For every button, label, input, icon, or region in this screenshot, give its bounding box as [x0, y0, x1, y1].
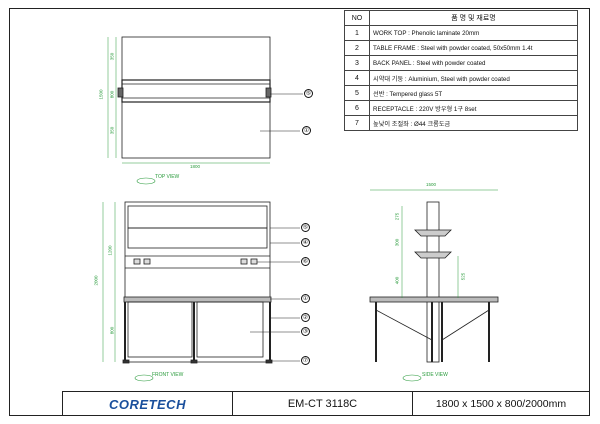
front-dimension-lines	[102, 202, 116, 362]
spec-row-desc: 시약대 기둥 : Aluminium, Steel with powder co…	[369, 70, 578, 86]
callout-1-front: ①	[301, 294, 310, 303]
callout-2-front: ②	[301, 313, 310, 322]
callout-7-front: ⑦	[301, 356, 310, 365]
callout-3-front: ③	[301, 327, 310, 336]
spec-row-no: 6	[344, 100, 370, 116]
top-width-dim: 1800	[190, 164, 201, 169]
spec-row-desc: 높낮이 조절좌 : Ø44 크롬도금	[369, 115, 578, 131]
side-a-dim: 275	[394, 212, 400, 221]
product-size: 1800 x 1500 x 800/2000mm	[412, 392, 589, 416]
spec-row-desc: 선반 : Tempered glass 5T	[369, 85, 578, 101]
spec-row-no: 5	[344, 85, 370, 101]
side-d-dim: 525	[460, 272, 466, 281]
spec-row-desc: BACK PANEL : Steel with powder coated	[369, 55, 578, 71]
front-total-dim: 2000	[93, 275, 99, 286]
front-view-label: FRONT VIEW	[152, 372, 184, 378]
title-block: CORETECH EM-CT 3118C 1800 x 1500 x 800/2…	[62, 391, 589, 416]
side-width-dim: 1500	[426, 182, 437, 187]
callout-5-front: ⑤	[301, 223, 310, 232]
spec-row-no: 4	[344, 70, 370, 86]
top-view	[117, 36, 272, 159]
front-leader-lines	[250, 227, 300, 362]
drawing-frame	[9, 8, 590, 416]
spec-row-no: 2	[344, 40, 370, 56]
spec-header-desc: 품 명 및 재료명	[369, 10, 578, 26]
top-view-label: TOP VIEW	[155, 174, 180, 180]
top-seg2-dim: 800	[109, 90, 115, 99]
spec-row-no: 3	[344, 55, 370, 71]
side-b-dim: 300	[394, 238, 400, 247]
callout-6-front: ⑥	[301, 257, 310, 266]
spec-row-no: 7	[344, 115, 370, 131]
top-seg3-dim: 350	[109, 126, 115, 135]
side-c-dim: 400	[394, 276, 400, 285]
callout-1-top: ①	[302, 126, 311, 135]
spec-row-desc: RECEPTACLE : 220V 방우형 1구 8set	[369, 100, 578, 116]
top-depth-dim: 1500	[98, 89, 104, 100]
front-lower-dim: 800	[109, 326, 115, 335]
side-dimension-lines	[370, 189, 498, 298]
side-view	[369, 201, 499, 363]
company-logo: CORETECH	[62, 392, 232, 416]
spec-row-no: 1	[344, 25, 370, 41]
callout-4-front: ④	[301, 238, 310, 247]
top-dimension-lines	[107, 37, 270, 164]
side-view-label: SIDE VIEW	[422, 372, 448, 378]
callout-5-top: ⑤	[304, 89, 313, 98]
front-upper-dim: 1200	[107, 245, 113, 256]
spec-row-desc: WORK TOP : Phenolic laminate 20mm	[369, 25, 578, 41]
top-seg1-dim: 350	[109, 52, 115, 61]
spec-header-no: NO	[344, 10, 370, 26]
model-number: EM-CT 3118C	[232, 392, 412, 416]
spec-row-desc: TABLE FRAME : Steel with powder coated, …	[369, 40, 578, 56]
front-view	[122, 201, 273, 364]
